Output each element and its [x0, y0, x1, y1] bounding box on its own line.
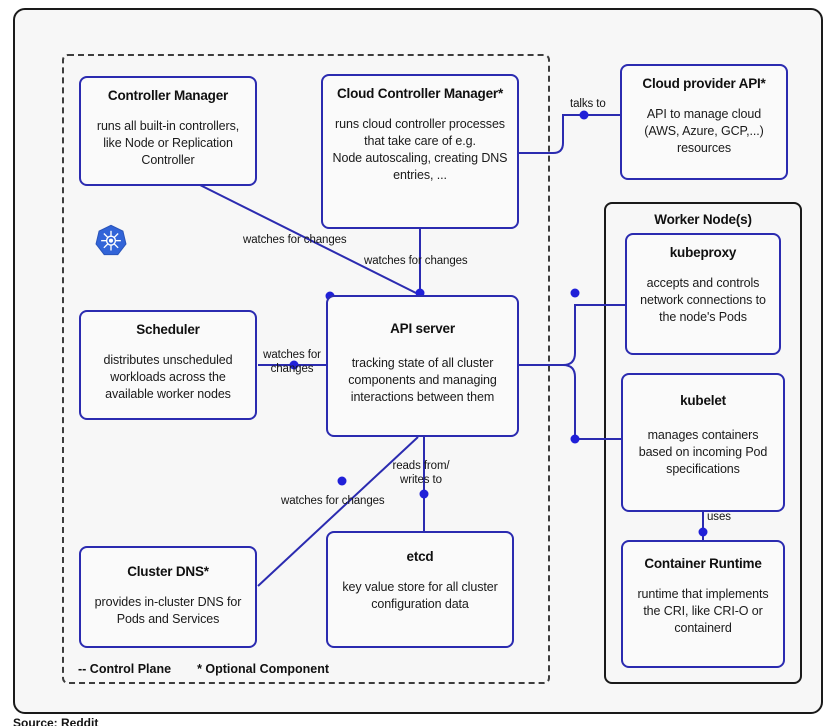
node-cloud-controller-manager[interactable]: Cloud Controller Manager* runs cloud con…	[321, 74, 519, 229]
node-title: kubeproxy	[669, 245, 737, 260]
edge-label-talks-to: talks to	[570, 98, 606, 110]
node-desc: provides in-cluster DNS for Pods and Ser…	[94, 595, 242, 627]
node-cluster-dns[interactable]: Cluster DNS* provides in-cluster DNS for…	[79, 546, 257, 648]
edge-label-clusterdns-to-api: watches for changes	[281, 495, 385, 507]
node-title: Cloud Controller Manager*	[336, 86, 503, 101]
edge-label-kubelet-to-runtime: uses	[707, 511, 731, 523]
node-desc: distributes unscheduled workloads across…	[103, 353, 233, 401]
legend: -- Control Plane * Optional Component	[78, 662, 329, 676]
edge-label-api-to-etcd: reads from/ writes to	[392, 460, 450, 487]
worker-node-title: Worker Node(s)	[654, 212, 752, 227]
legend-control-plane: -- Control Plane	[78, 662, 172, 676]
node-title: Container Runtime	[644, 556, 762, 571]
source-note: Source: Reddit	[13, 716, 99, 726]
node-desc: API to manage cloud (AWS, Azure, GCP,...…	[644, 107, 764, 155]
node-title: Scheduler	[136, 322, 200, 337]
node-desc: tracking state of all cluster components…	[348, 356, 497, 404]
node-desc: runs all built-in controllers, like Node…	[96, 119, 240, 167]
node-scheduler[interactable]: Scheduler distributes unscheduled worklo…	[79, 310, 257, 420]
node-container-runtime[interactable]: Container Runtime runtime that implement…	[621, 540, 785, 668]
node-title: kubelet	[680, 393, 726, 408]
edge-label-scheduler-to-api: watches for changes	[263, 349, 321, 376]
node-desc: runtime that implements the CRI, like CR…	[637, 587, 769, 635]
legend-optional-component: * Optional Component	[197, 662, 329, 676]
node-cloud-provider-api[interactable]: Cloud provider API* API to manage cloud …	[620, 64, 788, 180]
node-title: Cloud provider API*	[642, 76, 766, 91]
node-api-server[interactable]: API server tracking state of all cluster…	[326, 295, 519, 437]
node-controller-manager[interactable]: Controller Manager runs all built-in con…	[79, 76, 257, 186]
node-etcd[interactable]: etcd key value store for all cluster con…	[326, 531, 514, 648]
node-title: etcd	[406, 549, 434, 564]
node-desc: manages containers based on incoming Pod…	[638, 428, 768, 476]
node-kubelet[interactable]: kubelet manages containers based on inco…	[621, 373, 785, 512]
node-desc: accepts and controls network connections…	[640, 276, 766, 324]
node-title: Controller Manager	[107, 88, 229, 103]
node-title: API server	[390, 321, 455, 336]
node-desc: runs cloud controller processes that tak…	[332, 117, 508, 182]
edge-label-ccm-to-api: watches for changes	[364, 255, 468, 267]
node-kubeproxy[interactable]: kubeproxy accepts and controls network c…	[625, 233, 781, 355]
edge-label-controller-manager-to-api: watches for changes	[243, 234, 347, 246]
node-title: Cluster DNS*	[127, 564, 209, 579]
kubernetes-logo-icon	[94, 224, 128, 258]
node-desc: key value store for all cluster configur…	[342, 580, 498, 612]
